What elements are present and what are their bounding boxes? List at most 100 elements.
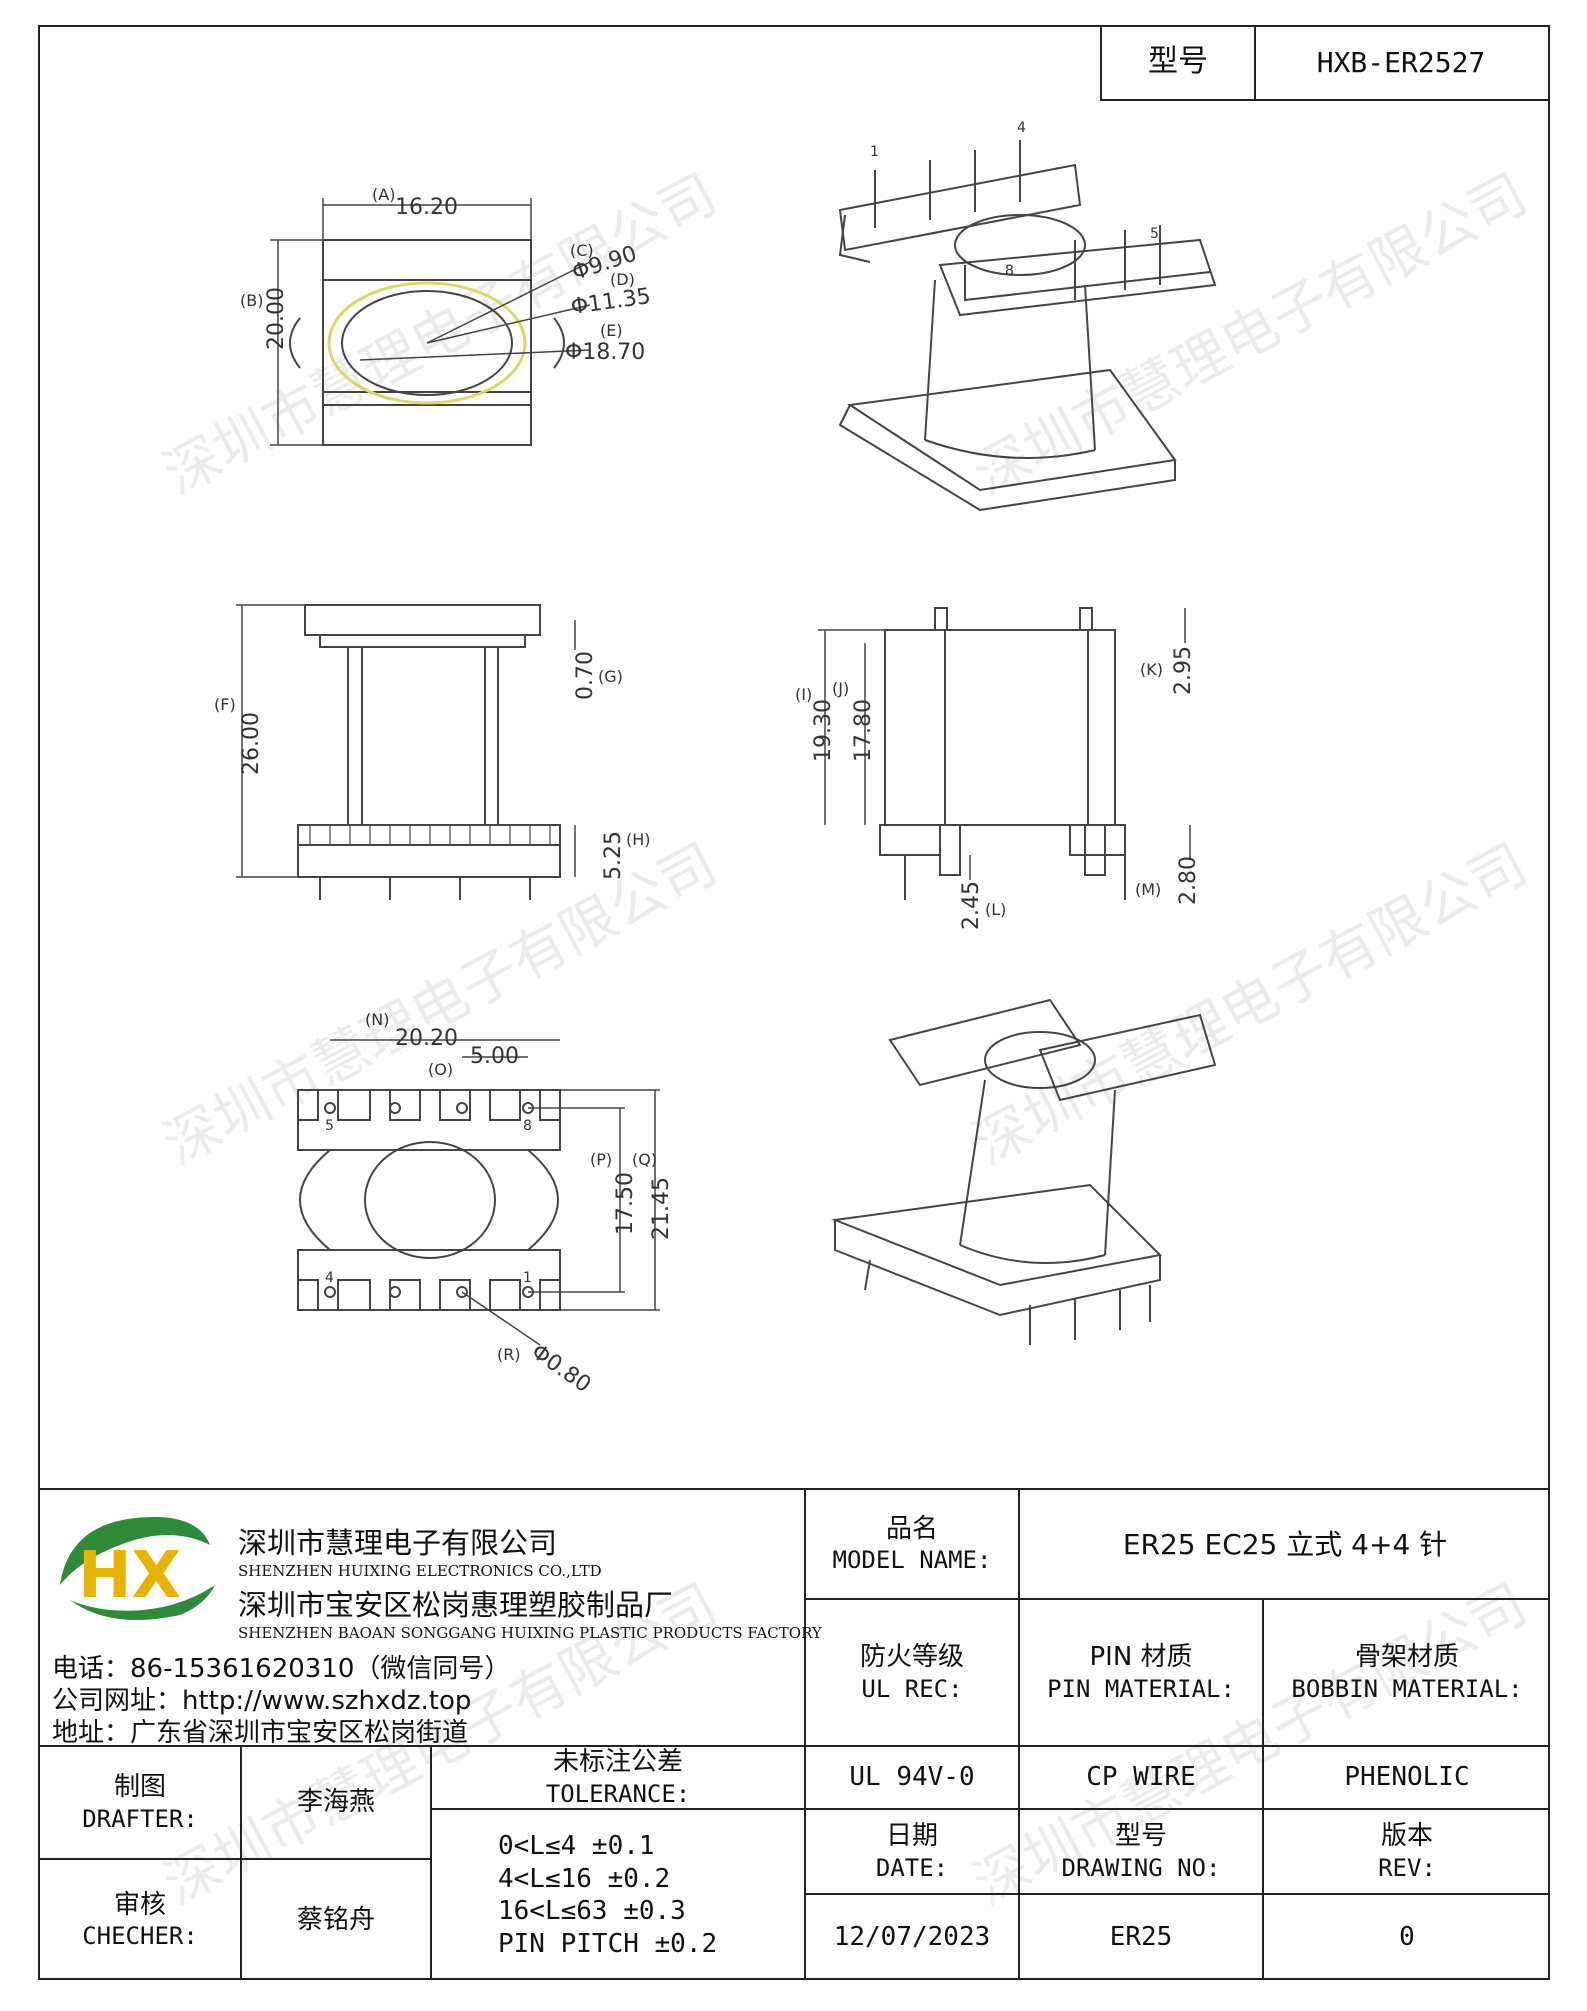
date-cn: 日期 [885,1821,938,1852]
company-website: 公司网址：http://www.szhxdz.top [52,1686,472,1716]
tolerance-header: 未标注公差 TOLERANCE: [432,1747,804,1808]
company-name-en: SHENZHEN HUIXING ELECTRONICS CO.,LTD [238,1562,602,1580]
dim-E-label: (E) [600,321,623,340]
checker-cn: 审核 [113,1889,166,1920]
rev-cn: 版本 [1380,1821,1433,1852]
dim-I-value: 19.30 [811,699,836,762]
iso-pin8: 8 [1005,263,1014,279]
pin-material-cn: PIN 材质 [1089,1642,1193,1673]
engineering-drawing: (A) 16.20 (B) 20.00 (C) Φ9.90 (D) Φ11.35… [214,120,1217,1398]
dim-D-label: (D) [610,270,635,289]
grid-h3 [430,1808,1550,1810]
tolerance-line: 16<L≤63 ±0.3 [498,1896,686,1926]
checker-header: 审核 CHECHER: [40,1860,240,1980]
dim-A-value: 16.20 [395,195,458,220]
model-name-value: ER25 EC25 立式 4+4 针 [1020,1490,1550,1598]
header-model-label-text: 型号 [1148,44,1208,80]
title-block-top-line [38,1488,1550,1490]
fire-rating-value-text: UL 94V-0 [849,1762,975,1793]
rev-en: REV: [1378,1853,1436,1882]
header-model-value-text: HXB-ER2527 [1316,45,1486,79]
bottom-view [297,1039,660,1346]
dim-I-label: (I) [795,685,812,704]
factory-name-cn: 深圳市宝安区松岗惠理塑胶制品厂 [238,1588,674,1622]
dim-B-value: 20.00 [264,287,289,350]
checker-value-text: 蔡铭舟 [296,1904,375,1935]
date-en: DATE: [875,1853,949,1882]
tolerance-line: 0<L≤4 ±0.1 [498,1831,655,1861]
bobbin-material-value: PHENOLIC [1264,1747,1550,1808]
tolerance-en: TOLERANCE: [545,1779,691,1808]
date-header: 日期 DATE: [806,1810,1018,1893]
checker-value: 蔡铭舟 [242,1860,430,1980]
dim-Q-label: (Q) [632,1150,657,1169]
dim-E-value: Φ18.70 [565,340,645,365]
bottom-pin8: 8 [523,1118,532,1134]
dim-J-label: (J) [832,679,849,698]
dim-C-label: (C) [570,241,594,260]
iso-bobbin-bottom [831,998,1217,1345]
iso-bobbin-top [838,140,1217,512]
company-logo: HX [60,1516,215,1620]
dim-K-value: 2.95 [1171,646,1196,695]
iso-pin5: 5 [1150,226,1159,242]
company-name-cn: 深圳市慧理电子有限公司 [238,1526,558,1560]
dim-N-label: (N) [365,1010,389,1029]
dim-F-value: 26.00 [239,712,264,775]
factory-name-en: SHENZHEN BAOAN SONGGANG HUIXING PLASTIC … [238,1624,822,1642]
drafter-en: DRAFTER: [82,1804,198,1833]
dim-M-label: (M) [1135,880,1161,899]
dim-G-label: (G) [598,667,623,686]
bobbin-material-cn: 骨架材质 [1354,1642,1459,1673]
dim-N-value: 20.20 [395,1026,458,1051]
rev-header: 版本 REV: [1264,1810,1550,1893]
bottom-pin4: 4 [325,1270,334,1286]
dim-O-value: 5.00 [470,1044,519,1069]
drawing-no-cn: 型号 [1114,1821,1167,1852]
dim-R-label: (R) [497,1345,521,1364]
dim-R-value: Φ0.80 [527,1339,596,1398]
pin-material-header: PIN 材质 PIN MATERIAL: [1020,1600,1262,1745]
dim-L-label: (L) [985,900,1006,919]
dim-H-label: (H) [626,830,651,849]
company-phone: 电话：86-15361620310（微信同号） [52,1654,511,1684]
dim-H-value: 5.25 [601,831,626,880]
iso-pin1: 1 [870,144,879,160]
dim-M-value: 2.80 [1176,856,1201,905]
bottom-pin1: 1 [523,1270,532,1286]
grid-v3 [240,1745,242,1980]
checker-en: CHECHER: [82,1922,198,1951]
drawing-no-en: DRAWING NO: [1061,1853,1221,1882]
drafter-value-text: 李海燕 [296,1787,375,1818]
drawing-no-value: ER25 [1020,1895,1262,1980]
grid-h4 [804,1893,1550,1895]
model-name-cn: 品名 [885,1513,938,1544]
dim-B-label: (B) [240,291,263,310]
drafter-header: 制图 DRAFTER: [40,1747,240,1858]
grid-v2 [1262,1598,1264,1980]
rev-value-text: 0 [1399,1922,1415,1953]
model-name-header: 品名 MODEL NAME: [806,1490,1018,1598]
model-name-en: MODEL NAME: [832,1546,992,1575]
pin-material-en: PIN MATERIAL: [1047,1674,1235,1703]
tolerance-cn: 未标注公差 [552,1747,683,1778]
drawing-frame [38,25,1550,1980]
title-block-divider [804,1488,806,1980]
dim-F-label: (F) [214,695,236,714]
date-value-text: 12/07/2023 [833,1922,991,1953]
dim-G-value: 0.70 [573,651,598,700]
company-address: 地址：广东省深圳市宝安区松岗街道 [52,1718,469,1748]
dim-K-label: (K) [1140,660,1163,679]
grid-v1 [1018,1488,1020,1980]
tolerance-line: 4<L≤16 ±0.2 [498,1863,671,1894]
fire-rating-cn: 防火等级 [859,1642,964,1673]
grid-h5 [38,1858,430,1860]
bobbin-material-en: BOBBIN MATERIAL: [1291,1674,1523,1703]
grid-h2 [38,1745,1550,1747]
bobbin-material-header: 骨架材质 BOBBIN MATERIAL: [1264,1600,1550,1745]
dim-A-label: (A) [372,185,395,204]
iso-pin4: 4 [1017,120,1026,136]
drawing-no-header: 型号 DRAWING NO: [1020,1810,1262,1893]
dim-Q-value: 21.45 [649,1177,674,1240]
dim-D-value: Φ11.35 [569,284,652,320]
